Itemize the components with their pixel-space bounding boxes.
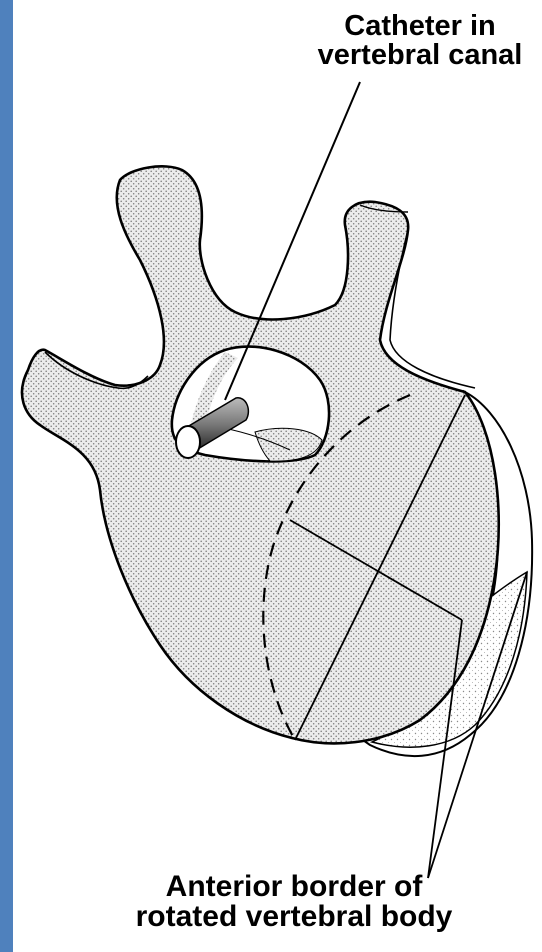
- anterior-border-label: Anterior border of rotated vertebral bod…: [64, 872, 524, 932]
- catheter-label-line1: Catheter in: [300, 12, 540, 41]
- anterior-border-label-line1: Anterior border of: [64, 872, 524, 902]
- anterior-border-label-line2: rotated vertebral body: [64, 902, 524, 932]
- catheter-label: Catheter in vertebral canal: [300, 12, 540, 70]
- catheter-label-line2: vertebral canal: [300, 41, 540, 70]
- right-lamina-edge: [390, 230, 475, 388]
